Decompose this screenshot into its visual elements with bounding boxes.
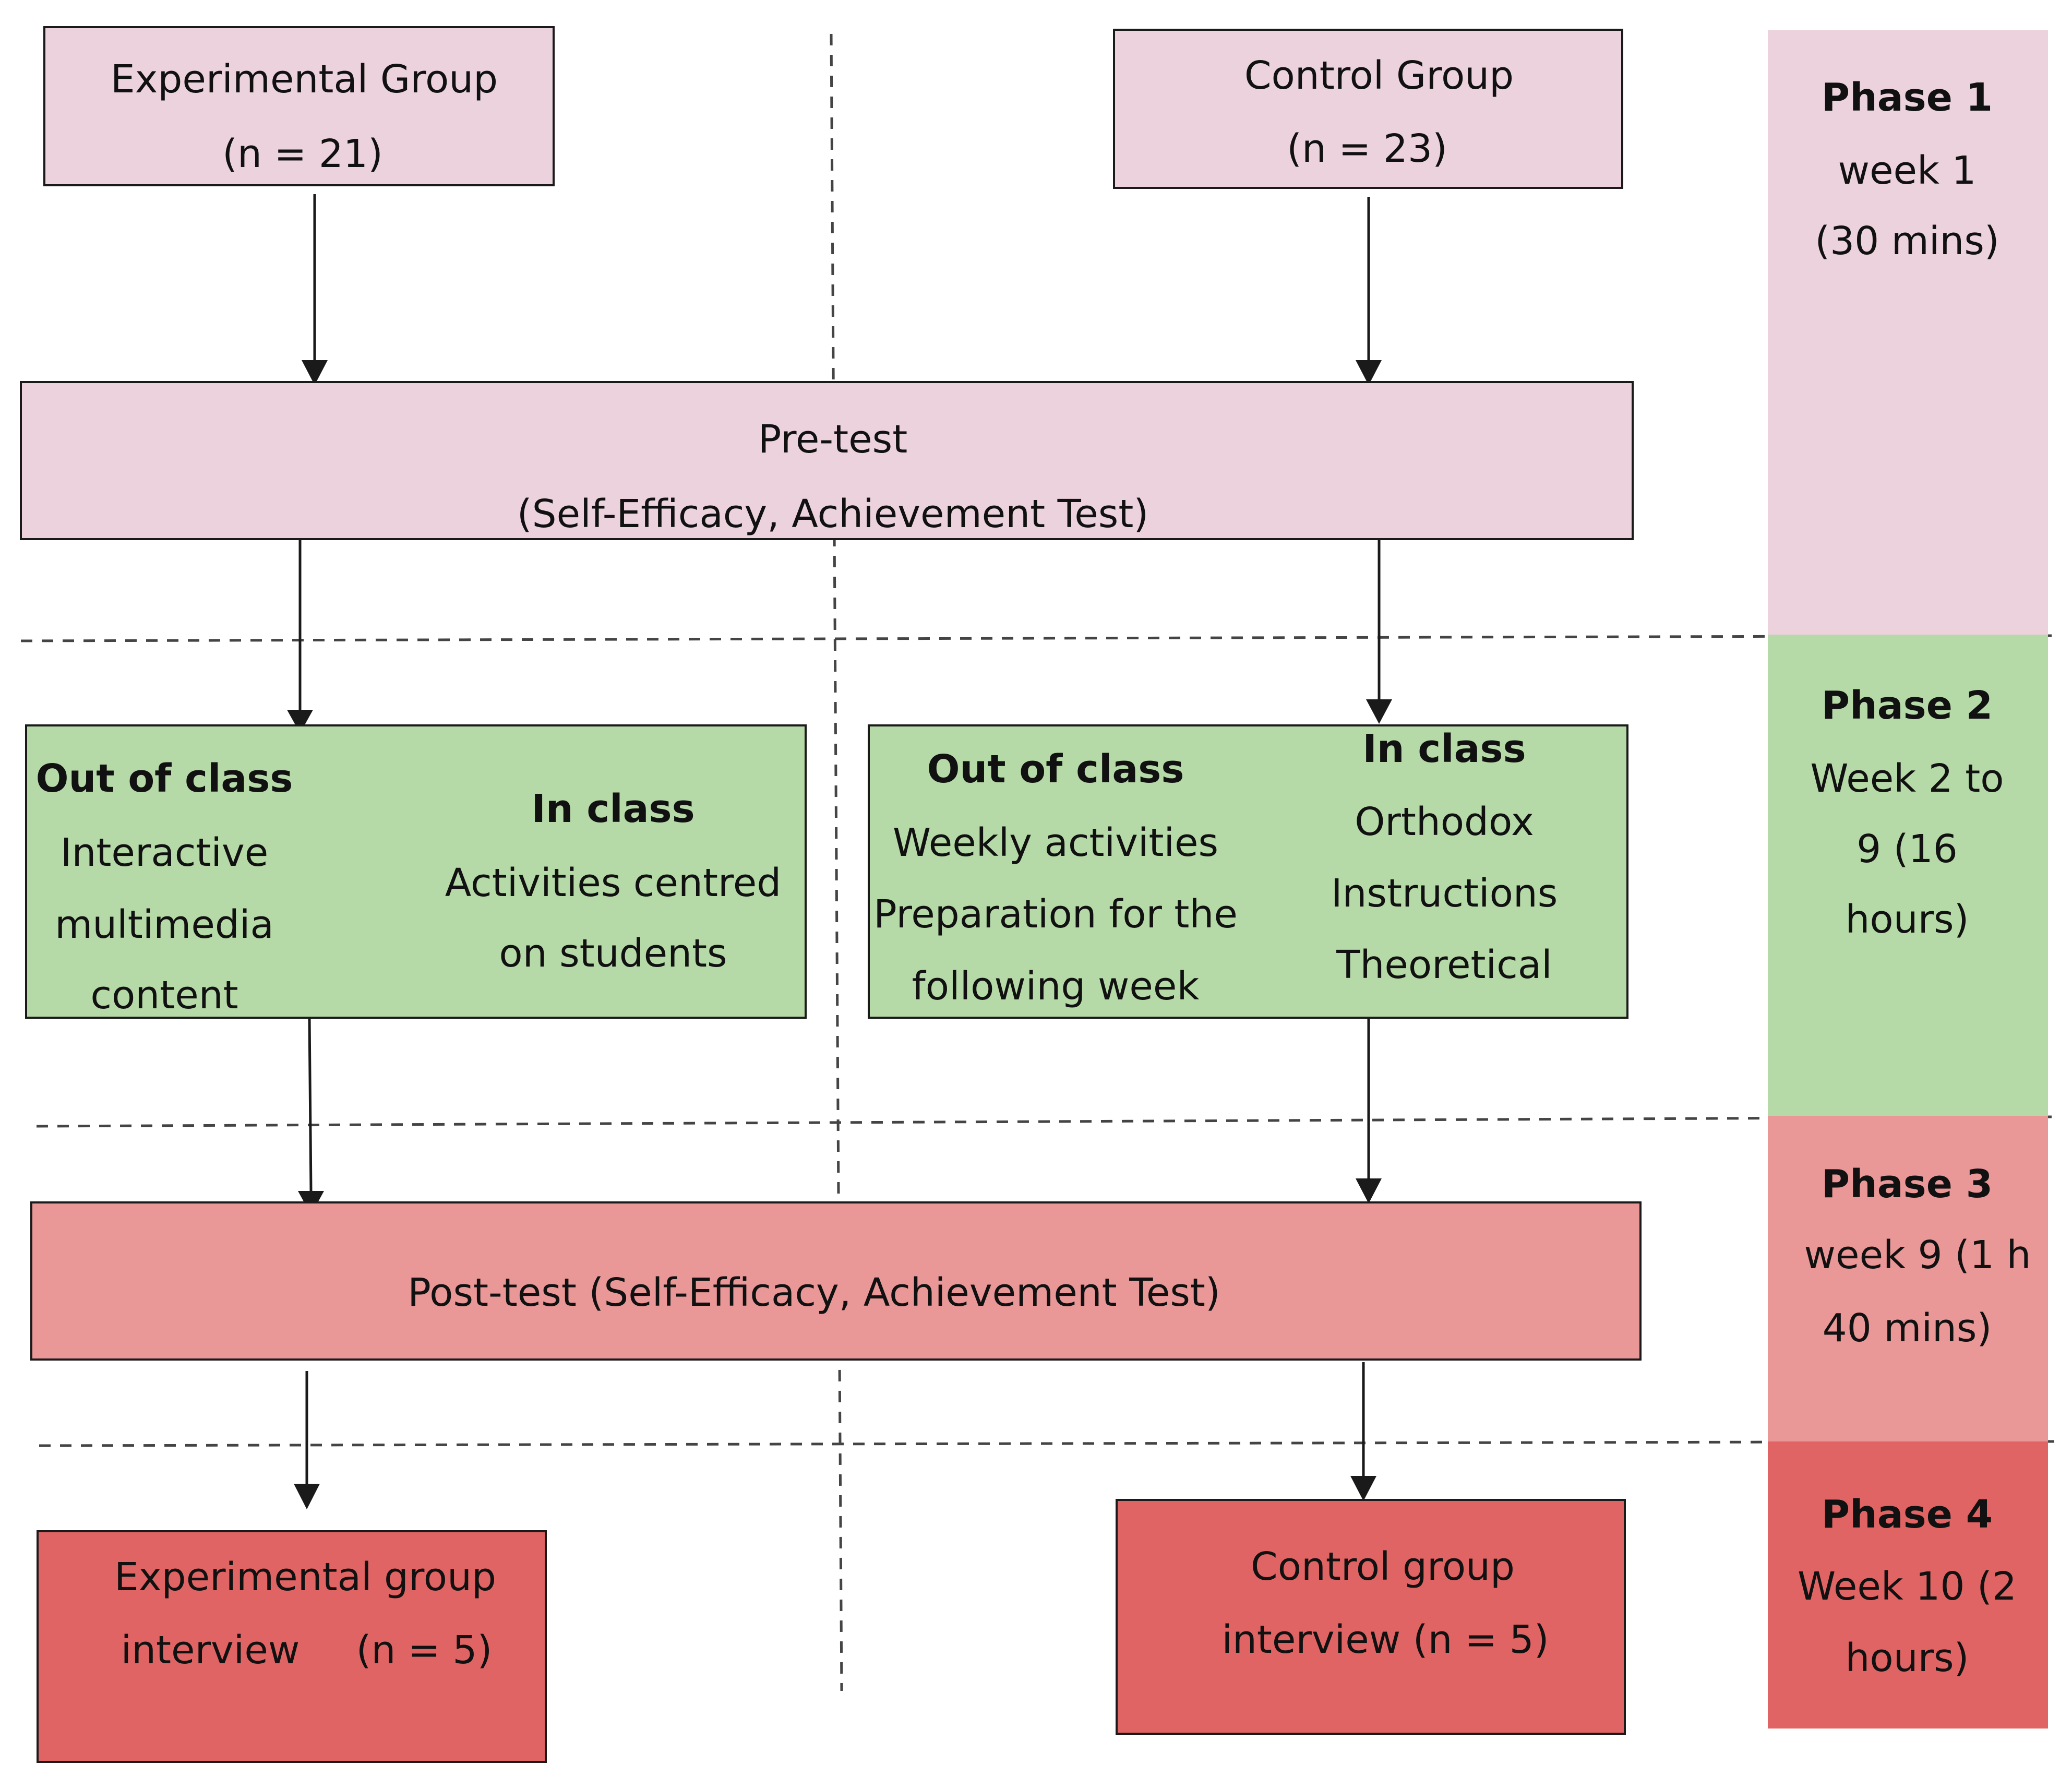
phase-separator-2	[36, 1115, 2055, 1128]
pretest-title: Pre-test	[758, 417, 908, 462]
control-intervention-box	[868, 724, 1628, 1019]
experimental-out-of-class-item: multimedia	[55, 902, 274, 947]
control-interview-title: Control group	[1251, 1544, 1515, 1589]
phase-3-detail: week 9 (1 h	[1804, 1233, 2031, 1278]
phase-2-detail: Week 2 to	[1810, 756, 2004, 801]
pretest-measures: (Self-Efficacy, Achievement Test)	[517, 492, 1149, 537]
experimental-group-title: Experimental Group	[110, 57, 498, 102]
control-out-of-class-heading: Out of class	[927, 747, 1184, 792]
arrow-pretest-to-control-intervention	[1366, 540, 1392, 724]
experimental-out-of-class-item: Interactive	[60, 830, 269, 875]
control-out-of-class-item: Preparation for the	[873, 892, 1238, 937]
control-in-class-item: Orthodox	[1355, 800, 1534, 844]
control-in-class-item: Instructions	[1331, 871, 1558, 916]
control-out-of-class-item: following week	[912, 964, 1200, 1009]
experimental-in-class-item: on students	[499, 931, 727, 976]
phase-2-band	[1768, 635, 2048, 1116]
phase-separator-1	[20, 634, 2052, 642]
phase-2-detail: 9 (16	[1857, 827, 1958, 872]
experimental-in-class-item: Activities centred	[445, 861, 782, 905]
arrow-posttest-to-experimental-interview	[294, 1371, 320, 1509]
arrow-control-intervention-to-posttest	[1356, 1019, 1382, 1203]
pretest-box	[20, 381, 1634, 540]
arrow-control-to-pretest	[1356, 197, 1382, 385]
arrow-posttest-to-control-interview	[1350, 1362, 1376, 1501]
phase-4-title: Phase 4	[1821, 1492, 1993, 1537]
experimental-out-of-class-heading: Out of class	[35, 756, 293, 801]
phase-3-title: Phase 3	[1821, 1162, 1993, 1207]
arrow-experimental-intervention-to-posttest	[298, 1018, 324, 1215]
phase-1-detail: week 1	[1838, 148, 1977, 193]
experimental-interview-label: interview	[121, 1628, 300, 1673]
phase-4-band	[1768, 1441, 2048, 1729]
control-group-title: Control Group	[1244, 53, 1514, 98]
phase-1-detail: (30 mins)	[1815, 219, 1999, 264]
phase-3-band	[1768, 1116, 2048, 1441]
control-interview-size: interview (n = 5)	[1221, 1617, 1549, 1662]
control-interview-box	[1116, 1499, 1626, 1735]
control-group-box	[1113, 29, 1623, 189]
phase-separator-3	[39, 1440, 2055, 1447]
experimental-interview-box	[37, 1530, 547, 1763]
experimental-group-box	[43, 26, 555, 186]
posttest-label: Post-test (Self-Efficacy, Achievement Te…	[408, 1270, 1220, 1315]
posttest-box	[30, 1201, 1642, 1361]
phase-1-title: Phase 1	[1821, 75, 1993, 120]
control-in-class-item: Theoretical	[1336, 943, 1552, 987]
experimental-interview-title: Experimental group	[114, 1555, 496, 1600]
vertical-divider	[830, 33, 843, 1691]
experimental-interview-size: (n = 5)	[356, 1628, 493, 1673]
arrow-experimental-to-pretest	[302, 194, 328, 385]
phase-4-detail: hours)	[1845, 1636, 1969, 1680]
phase-4-detail: Week 10 (2	[1798, 1564, 2017, 1609]
control-in-class-heading: In class	[1362, 726, 1526, 771]
experimental-in-class-heading: In class	[531, 786, 695, 831]
control-group-size: (n = 23)	[1287, 126, 1447, 171]
phase-2-title: Phase 2	[1821, 683, 1993, 728]
phase-1-band	[1768, 30, 2048, 635]
experimental-group-size: (n = 21)	[222, 132, 383, 176]
arrow-pretest-to-experimental-intervention	[287, 540, 313, 733]
control-out-of-class-item: Weekly activities	[892, 820, 1219, 865]
experimental-out-of-class-item: content	[90, 973, 238, 1018]
phase-3-detail: 40 mins)	[1822, 1306, 1992, 1351]
experimental-intervention-box	[25, 724, 807, 1019]
phase-2-detail: hours)	[1845, 897, 1969, 942]
